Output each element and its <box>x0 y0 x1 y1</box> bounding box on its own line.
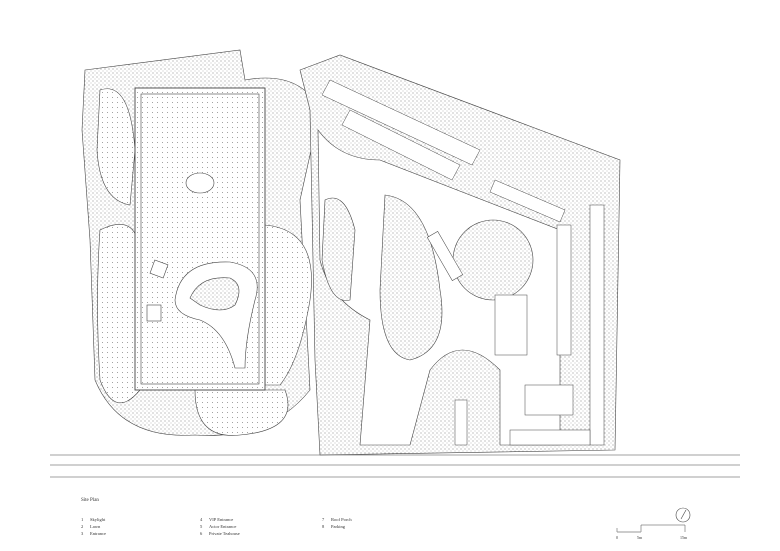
scale-label-15m: 15m <box>680 535 688 540</box>
drawing-title: Site Plan <box>81 498 99 503</box>
scale-bar <box>616 524 686 533</box>
scale-label-5m: 5m <box>637 535 643 540</box>
north-arrow-icon <box>675 507 691 523</box>
parking-stalls <box>321 79 605 446</box>
lawn-mounds <box>97 224 141 404</box>
scale-label-0: 0 <box>616 535 618 540</box>
street <box>50 454 740 478</box>
skylight <box>185 172 215 194</box>
